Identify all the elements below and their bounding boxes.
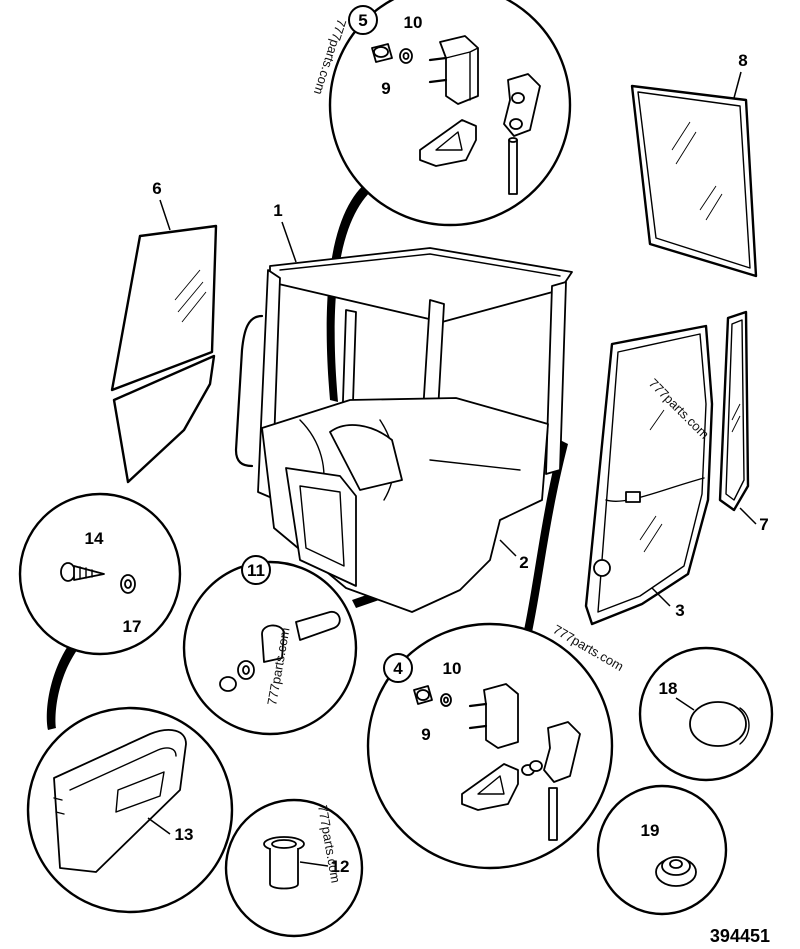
callout-1: 1 [273, 201, 282, 220]
callout-9-top: 9 [381, 79, 390, 98]
callout-2: 2 [519, 553, 528, 572]
callout-13: 13 [175, 825, 194, 844]
connector-band-detail-4 [522, 440, 568, 642]
hinge-bracket-upper [428, 35, 479, 105]
hinge-pin [508, 137, 518, 195]
bush-part-12 [263, 836, 305, 890]
detail-circle-12: 12 777parts.com [224, 798, 364, 938]
callout-7: 7 [759, 515, 768, 534]
hinge-knuckle-lower [521, 721, 581, 783]
detail-circle-4: 4 10 9 777parts.com [366, 622, 626, 870]
washer-part-10 [399, 48, 413, 64]
nut-part-9 [371, 43, 393, 63]
callout-18: 18 [659, 679, 678, 698]
nut-part-9-lower [413, 685, 433, 705]
detail-circle-11: 11 777parts.com [182, 555, 358, 736]
washer-part-10-lower [440, 693, 452, 707]
figure-number: 394451 [710, 926, 770, 946]
callout-19: 19 [641, 821, 660, 840]
hinge-knuckle [503, 73, 541, 137]
svg-text:5: 5 [358, 11, 367, 30]
callout-5: 5 [348, 5, 378, 35]
hinge-pin-lower [548, 787, 558, 841]
hinge-bracket-lower [419, 119, 477, 167]
callout-4: 4 [383, 653, 413, 683]
detail-circle-18: 18 [638, 646, 774, 782]
cover-panel-13 [53, 729, 187, 873]
hinge-bracket-upper-lower [468, 683, 519, 749]
glass-panel-6: 6 [110, 179, 218, 484]
grommet-part-19 [655, 856, 697, 887]
plug-part-18 [689, 701, 750, 747]
callout-8: 8 [738, 51, 747, 70]
glass-panel-7: 7 [718, 310, 769, 534]
svg-text:11: 11 [247, 561, 265, 580]
connector-band-detail-13 [46, 640, 80, 730]
cab-frame-1: 1 2 [234, 201, 573, 613]
glass-panel-8: 8 [630, 51, 758, 278]
callout-3: 3 [675, 601, 684, 620]
detail-circle-5: 5 10 9 777parts.com [311, 0, 572, 227]
washer-part-17 [120, 574, 136, 594]
callout-17: 17 [123, 617, 142, 636]
hinge-bracket-lower-lower [461, 763, 519, 811]
callout-12: 12 [331, 857, 350, 876]
callout-10-top: 10 [404, 13, 423, 32]
callout-9-lower: 9 [421, 725, 430, 744]
svg-text:4: 4 [393, 659, 403, 678]
callout-11: 11 [241, 555, 271, 585]
screw-part-14 [60, 562, 105, 582]
callout-10-lower: 10 [443, 659, 462, 678]
detail-circle-fasteners: 14 17 [18, 492, 182, 656]
callout-14: 14 [85, 529, 104, 548]
callout-6: 6 [152, 179, 161, 198]
detail-circle-19: 19 [596, 784, 728, 916]
detail-circle-13: 13 [26, 706, 234, 914]
connector-band-detail-5 [326, 178, 380, 402]
door-panel-3: 777parts.com 3 [584, 324, 714, 626]
clamp-assembly [219, 611, 341, 692]
